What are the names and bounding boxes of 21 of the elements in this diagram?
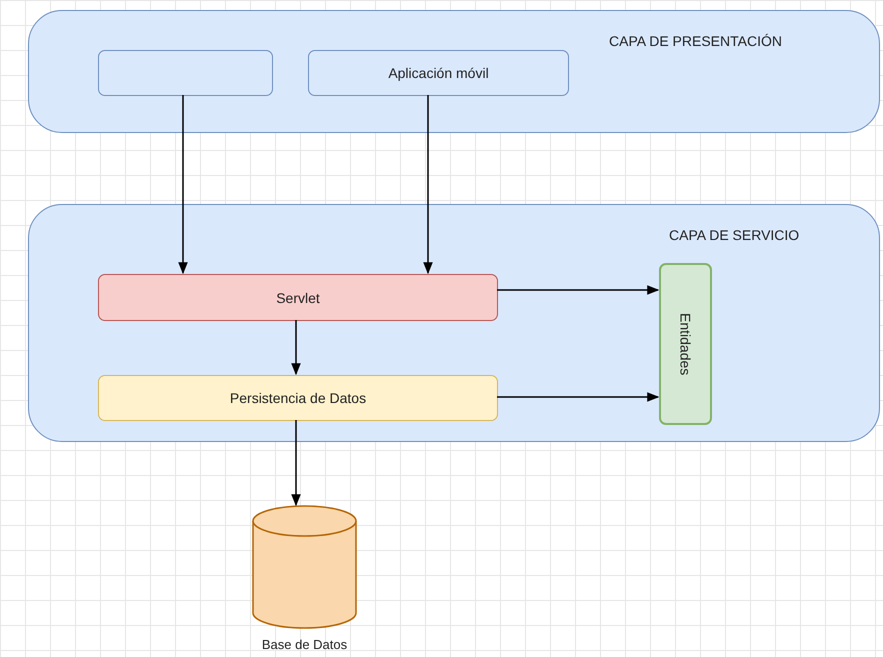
node-label: Entidades (678, 312, 694, 376)
database-cylinder (252, 505, 357, 629)
node-label: Aplicación móvil (388, 65, 489, 81)
node-caption: Base de Datos (262, 637, 348, 652)
node-label: Servlet (276, 290, 320, 306)
arrow (291, 420, 301, 506)
node-label: Persistencia de Datos (230, 390, 366, 406)
arrow (291, 320, 301, 376)
arrow (497, 392, 660, 402)
device-box (98, 50, 273, 96)
layer-title: CAPA DE SERVICIO (669, 227, 800, 243)
servlet-box (98, 274, 498, 321)
persistence-box (98, 375, 498, 421)
presentation-layer (28, 10, 880, 133)
layer-title: CAPA DE PRESENTACIÓN (609, 33, 782, 49)
arrow (497, 285, 660, 295)
app-box (308, 50, 569, 96)
entities-box (659, 263, 712, 425)
service-layer (28, 204, 880, 442)
arrow (423, 95, 433, 274)
arrow (178, 95, 188, 274)
